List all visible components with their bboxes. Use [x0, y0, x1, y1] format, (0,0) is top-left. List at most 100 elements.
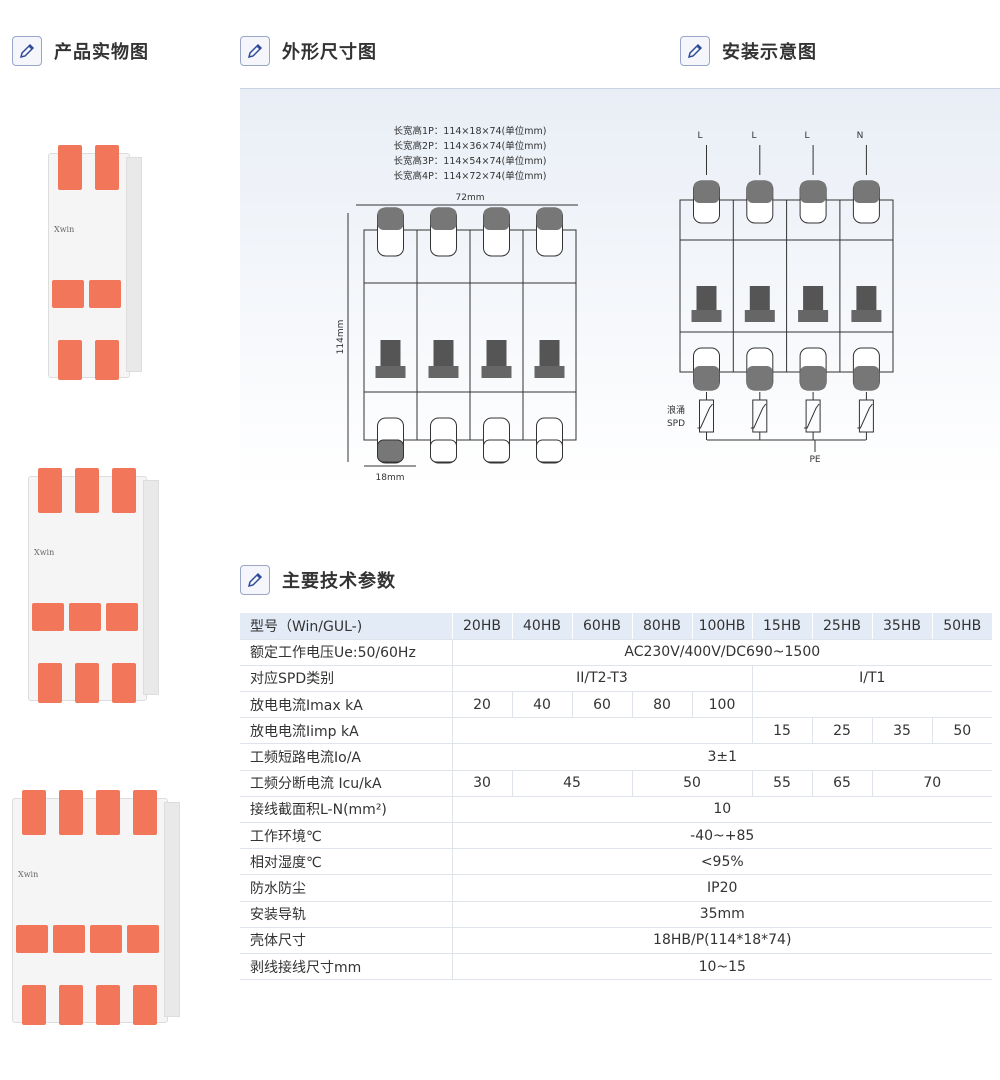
- top-terminal-cover: [112, 468, 136, 513]
- breaker-side: [126, 157, 142, 372]
- bottom-terminal-cover: [22, 985, 46, 1025]
- terminal-screw: [536, 439, 563, 463]
- table-cell: 15: [751, 717, 812, 745]
- model-header: 80HB: [631, 613, 692, 640]
- pe-label: PE: [809, 455, 820, 465]
- table-cell: 50: [631, 770, 752, 797]
- switch-lever: [127, 925, 159, 953]
- pencil-icon: [680, 36, 710, 66]
- table-cell: 60: [571, 691, 632, 719]
- switch-lever: [89, 280, 121, 308]
- row-label: 壳体尺寸: [240, 927, 452, 954]
- row-label: 放电电流Iimp kA: [240, 717, 452, 745]
- dimension-notes: 长宽高1P：114×18×74(单位mm) 长宽高2P：114×36×74(单位…: [340, 124, 600, 184]
- diagrams-svg: 72mm 114mm 18mm L L L N 浪涌 SPD PE: [336, 131, 894, 483]
- terminal-screw: [430, 439, 457, 463]
- table-cell: 10: [451, 796, 992, 824]
- table-cell: II/T2-T3: [451, 665, 752, 693]
- phase-label: L: [751, 131, 756, 141]
- table-cell: 20: [451, 691, 512, 719]
- table-cell: -40~+85: [451, 822, 992, 850]
- table-cell: 3±1: [451, 743, 992, 771]
- switch-base: [691, 310, 722, 322]
- pencil-icon: [12, 36, 42, 66]
- brand-logo: Xwin: [34, 548, 55, 557]
- row-label: 防水防尘: [240, 874, 452, 902]
- dimension-note: 长宽高2P：114×36×74(单位mm): [393, 141, 547, 152]
- switch-lever: [106, 603, 138, 631]
- bottom-terminal-cover: [96, 985, 120, 1025]
- switch-lever: [52, 280, 84, 308]
- table-cell: I/T1: [751, 665, 992, 693]
- terminal-screw: [483, 208, 510, 230]
- top-terminal-cover: [22, 790, 46, 835]
- phase-label: N: [857, 131, 864, 141]
- table-cell: 65: [811, 770, 872, 797]
- table-cell: 80: [631, 691, 692, 719]
- table-cell: 55: [751, 770, 812, 797]
- pole-width-label: 18mm: [376, 473, 405, 483]
- row-label: 工作环境℃: [240, 822, 452, 850]
- dimension-note: 长宽高3P：114×54×74(单位mm): [393, 156, 547, 167]
- bottom-terminal-cover: [38, 663, 62, 703]
- terminal-screw: [483, 439, 510, 463]
- product-photo-2p: Xwin: [48, 145, 142, 380]
- model-header: 50HB: [931, 613, 992, 640]
- model-header: 100HB: [691, 613, 752, 640]
- switch-base: [375, 366, 406, 378]
- bottom-terminal-cover: [112, 663, 136, 703]
- terminal-screw: [693, 366, 720, 390]
- dimension-note: 长宽高1P：114×18×74(单位mm): [393, 126, 547, 137]
- varistor-curve: [750, 403, 767, 429]
- brand-logo: Xwin: [54, 225, 75, 234]
- terminal-screw: [746, 181, 773, 203]
- top-terminal-cover: [96, 790, 120, 835]
- switch-handle: [803, 286, 824, 310]
- brand-logo: Xwin: [18, 870, 39, 879]
- section-dimensions: 外形尺寸图: [240, 36, 377, 66]
- switch-handle: [749, 286, 770, 310]
- switch-handle: [856, 286, 877, 310]
- breaker-side: [164, 802, 180, 1017]
- switch-lever: [32, 603, 64, 631]
- table-cell: 70: [871, 770, 992, 797]
- table-cell: 35mm: [451, 901, 992, 928]
- varistor-curve: [857, 403, 873, 429]
- product-photo-4p: Xwin: [12, 790, 180, 1025]
- switch-handle: [486, 340, 507, 366]
- table-row: 工作环境℃-40~+85: [240, 822, 992, 850]
- table-cell: 18HB/P(114*18*74): [451, 927, 992, 954]
- pencil-icon: [240, 36, 270, 66]
- terminal-screw: [693, 181, 720, 203]
- table-cell: 40: [511, 691, 572, 719]
- bottom-terminal-cover: [75, 663, 99, 703]
- table-cell: [451, 717, 752, 745]
- switch-base: [744, 310, 775, 322]
- section-title: 安装示意图: [722, 42, 817, 63]
- table-cell: 45: [511, 770, 632, 797]
- varistor-curve: [697, 403, 713, 429]
- row-label: 对应SPD类别: [240, 665, 452, 693]
- product-photo-3p: Xwin: [28, 468, 159, 703]
- table-cell: 30: [451, 770, 512, 797]
- pencil-icon: [240, 565, 270, 595]
- section-title: 产品实物图: [54, 42, 149, 63]
- table-cell: 100: [691, 691, 752, 719]
- switch-handle: [539, 340, 560, 366]
- model-header: 35HB: [871, 613, 932, 640]
- table-cell: AC230V/400V/DC690~1500: [451, 639, 992, 666]
- switch-lever: [90, 925, 122, 953]
- model-header: 60HB: [571, 613, 632, 640]
- bottom-terminal-cover: [59, 985, 83, 1025]
- table-cell: [751, 691, 992, 719]
- switch-handle: [380, 340, 401, 366]
- switch-base: [851, 310, 882, 322]
- top-terminal-cover: [59, 790, 83, 835]
- terminal-screw: [430, 208, 457, 230]
